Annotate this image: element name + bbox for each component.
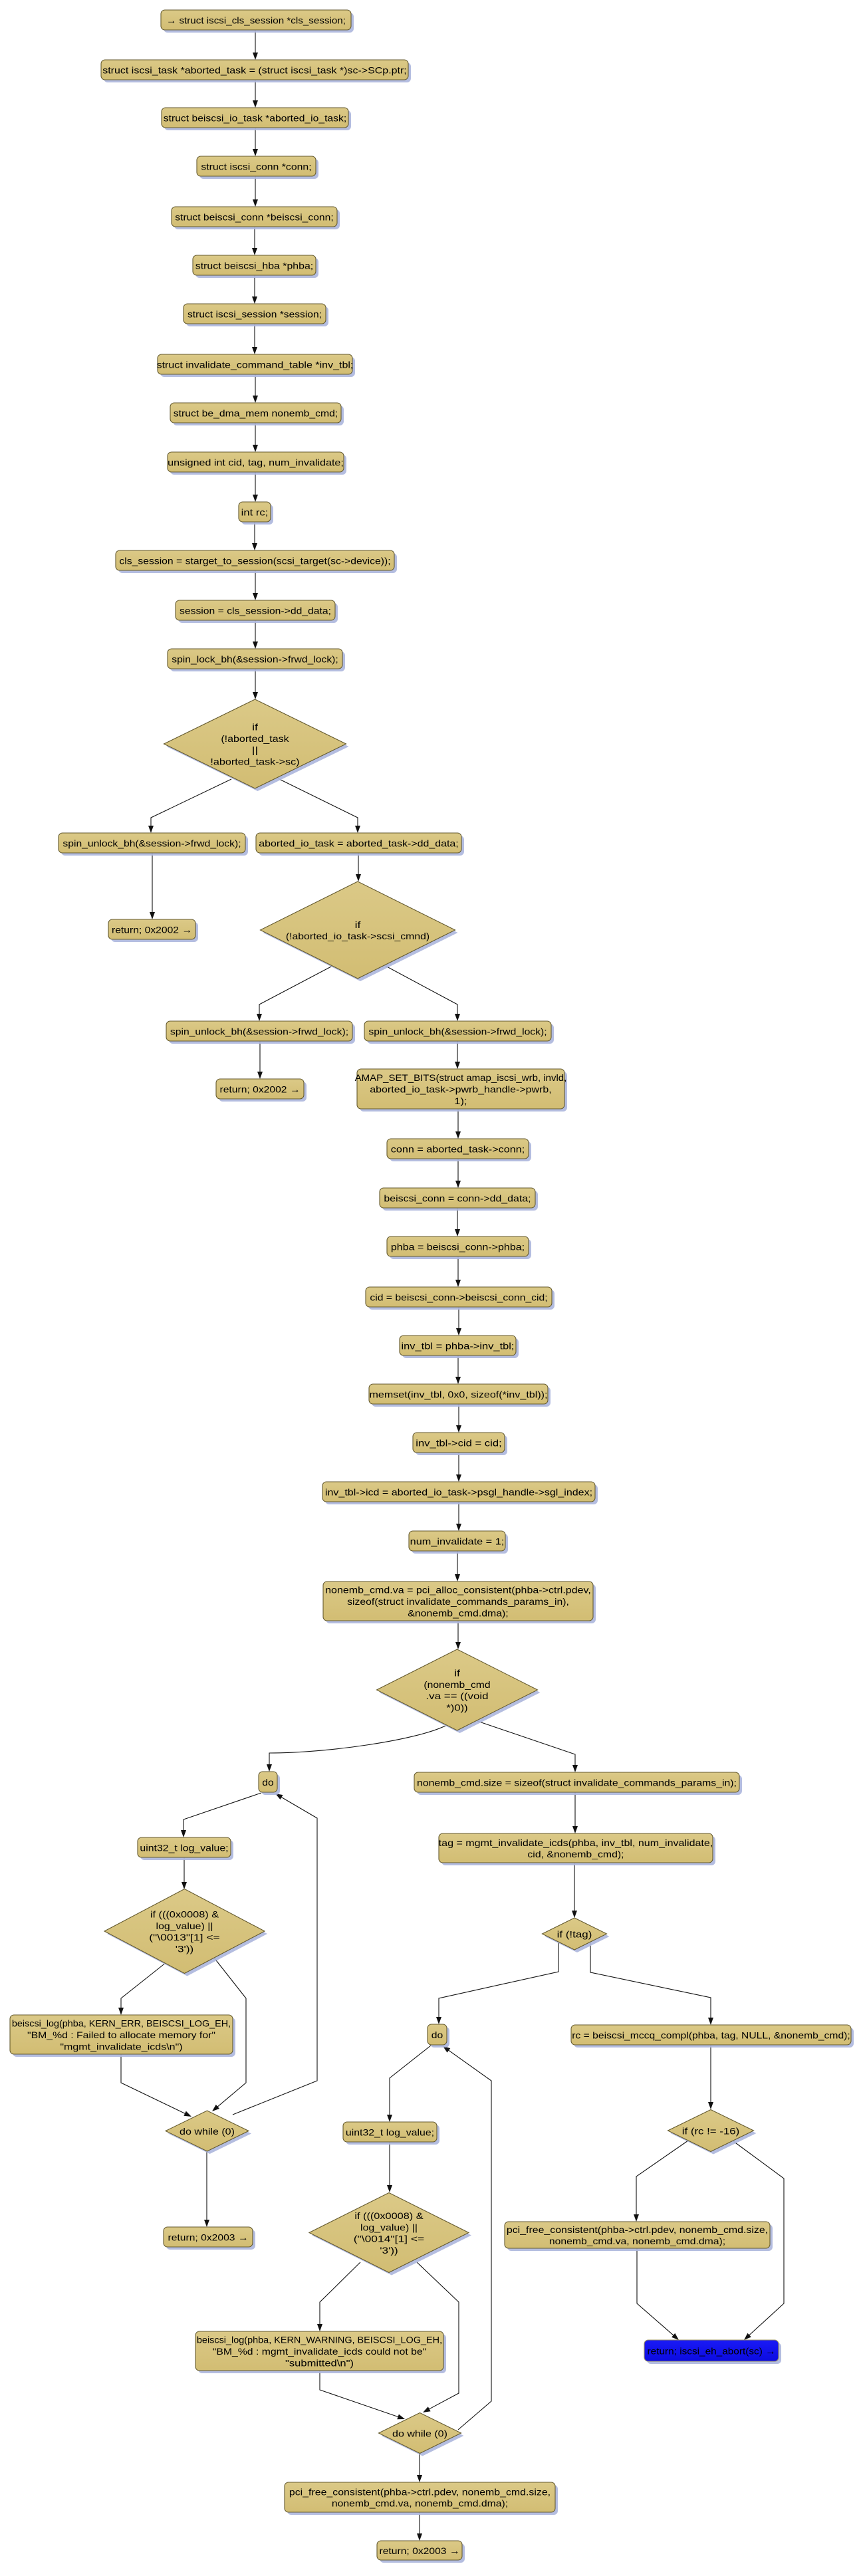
svg-text:conn = aborted_task->conn;: conn = aborted_task->conn; [391,1144,525,1155]
svg-text:tag = mgmt_invalidate_icds(phb: tag = mgmt_invalidate_icds(phba, inv_tbl… [439,1837,713,1848]
svg-text:log_value) ||: log_value) || [156,1921,213,1931]
svg-text:struct iscsi_task *aborted_tas: struct iscsi_task *aborted_task = (struc… [102,65,407,76]
svg-text:return; 0x2003 →: return; 0x2003 → [168,2232,249,2243]
svg-text:spin_lock_bh(&session->frwd_lo: spin_lock_bh(&session->frwd_lock); [172,654,338,665]
svg-text:pci_free_consistent(phba->ctrl: pci_free_consistent(phba->ctrl.pdev, non… [507,2224,768,2235]
svg-text:.va == ((void: .va == ((void [426,1691,488,1701]
svg-text:inv_tbl->cid = cid;: inv_tbl->cid = cid; [416,1438,501,1449]
svg-text:cid = beiscsi_conn->beiscsi_co: cid = beiscsi_conn->beiscsi_conn_cid; [370,1292,547,1303]
svg-text:log_value) ||: log_value) || [360,2222,418,2232]
svg-text:do: do [262,1777,274,1788]
svg-text:("\0014"[1] <=: ("\0014"[1] <= [354,2234,425,2244]
svg-text:if: if [454,1667,460,1678]
svg-text:do while (0): do while (0) [180,2126,235,2137]
svg-text:beiscsi_log(phba, KERN_ERR, BE: beiscsi_log(phba, KERN_ERR, BEISCSI_LOG_… [12,2018,231,2029]
svg-text:struct iscsi_conn *conn;: struct iscsi_conn *conn; [201,162,311,172]
svg-text:session = cls_session->dd_data: session = cls_session->dd_data; [180,606,331,616]
svg-text:aborted_io_task->pwrb_handle->: aborted_io_task->pwrb_handle->pwrb, [370,1084,551,1095]
svg-text:(!aborted_io_task->scsi_cmnd): (!aborted_io_task->scsi_cmnd) [286,931,430,941]
svg-text:→ struct iscsi_cls_session *cl: → struct iscsi_cls_session *cls_session; [166,15,346,26]
svg-text:rc = beiscsi_mccq_compl(phba,: rc = beiscsi_mccq_compl(phba, tag, NULL,… [572,2030,850,2041]
svg-text:return; iscsi_eh_abort(sc) →: return; iscsi_eh_abort(sc) → [648,2346,776,2357]
svg-text:(nonemb_cmd: (nonemb_cmd [424,1679,490,1690]
svg-text:if (rc != -16): if (rc != -16) [682,2126,740,2137]
svg-text:inv_tbl = phba->inv_tbl;: inv_tbl = phba->inv_tbl; [402,1341,515,1351]
svg-text:beiscsi_log(phba, KERN_WARNING: beiscsi_log(phba, KERN_WARNING, BEISCSI_… [197,2335,442,2345]
svg-text:struct be_dma_mem nonemb_cmd;: struct be_dma_mem nonemb_cmd; [174,408,338,419]
svg-text:struct beiscsi_conn *beiscsi_c: struct beiscsi_conn *beiscsi_conn; [175,212,333,223]
svg-text:num_invalidate = 1;: num_invalidate = 1; [410,1536,505,1547]
svg-text:do while (0): do while (0) [392,2428,447,2439]
svg-text:uint32_t log_value;: uint32_t log_value; [346,2127,434,2138]
svg-text:*)0)): *)0)) [446,1702,467,1713]
svg-text:"BM_%d : Failed to allocate me: "BM_%d : Failed to allocate memory for" [27,2030,215,2040]
svg-text:nonemb_cmd.size = sizeof(struc: nonemb_cmd.size = sizeof(struct invalida… [417,1778,737,1788]
svg-text:uint32_t log_value;: uint32_t log_value; [140,1843,228,1853]
svg-text:memset(inv_tbl, 0x0, sizeof(*i: memset(inv_tbl, 0x0, sizeof(*inv_tbl)); [370,1389,548,1400]
svg-text:!aborted_task->sc): !aborted_task->sc) [210,757,299,767]
svg-text:1);: 1); [454,1096,467,1106]
svg-text:spin_unlock_bh(&session->frwd_: spin_unlock_bh(&session->frwd_lock); [368,1026,547,1037]
svg-text:return; 0x2002 →: return; 0x2002 → [112,925,192,935]
svg-text:inv_tbl->icd = aborted_io_task: inv_tbl->icd = aborted_io_task->psgl_han… [325,1487,592,1498]
svg-text:nonemb_cmd.va, nonemb_cmd.dma): nonemb_cmd.va, nonemb_cmd.dma); [549,2236,725,2246]
svg-text:struct beiscsi_hba *phba;: struct beiscsi_hba *phba; [195,261,313,271]
svg-text:struct beiscsi_io_task *aborte: struct beiscsi_io_task *aborted_io_task; [164,113,346,124]
svg-text:cid, &nonemb_cmd);: cid, &nonemb_cmd); [527,1849,624,1859]
svg-text:unsigned int cid, tag, num_inv: unsigned int cid, tag, num_invalidate; [168,457,344,468]
svg-text:pci_free_consistent(phba->ctrl: pci_free_consistent(phba->ctrl.pdev, non… [289,2486,551,2497]
svg-text:beiscsi_conn = conn->dd_data;: beiscsi_conn = conn->dd_data; [384,1193,531,1204]
svg-text:'3')): '3')) [176,1944,194,1954]
svg-text:nonemb_cmd.va, nonemb_cmd.dma): nonemb_cmd.va, nonemb_cmd.dma); [332,2498,508,2509]
svg-text:if: if [355,919,361,930]
svg-text:("\0013"[1] <=: ("\0013"[1] <= [149,1932,220,1942]
svg-text:phba = beiscsi_conn->phba;: phba = beiscsi_conn->phba; [391,1242,525,1252]
svg-text:int rc;: int rc; [241,507,269,518]
svg-text:AMAP_SET_BITS(struct amap_iscs: AMAP_SET_BITS(struct amap_iscsi_wrb, inv… [355,1072,567,1083]
svg-text:do: do [432,2030,443,2040]
svg-text:struct iscsi_session *session;: struct iscsi_session *session; [187,309,322,320]
svg-text:nonemb_cmd.va = pci_alloc_cons: nonemb_cmd.va = pci_alloc_consistent(phb… [325,1585,591,1595]
svg-text:aborted_io_task = aborted_task: aborted_io_task = aborted_task->dd_data; [259,838,458,849]
svg-text:struct invalidate_command_tabl: struct invalidate_command_table *inv_tbl… [157,360,354,370]
svg-text:spin_unlock_bh(&session->frwd_: spin_unlock_bh(&session->frwd_lock); [170,1026,348,1037]
svg-text:if (((0x0008) &: if (((0x0008) & [150,1909,219,1919]
svg-text:return; 0x2002 →: return; 0x2002 → [220,1084,301,1095]
svg-text:(!aborted_task: (!aborted_task [221,733,289,744]
svg-text:if: if [252,721,258,732]
svg-text:"mgmt_invalidate_icds\n"): "mgmt_invalidate_icds\n") [60,2041,182,2051]
svg-text:spin_unlock_bh(&session->frwd_: spin_unlock_bh(&session->frwd_lock); [62,838,241,849]
svg-text:return; 0x2003 →: return; 0x2003 → [380,2545,460,2556]
svg-text:'3')): '3')) [380,2245,398,2256]
svg-text:||: || [252,745,258,755]
svg-text:"submitted\n"): "submitted\n") [285,2357,354,2368]
svg-text:if (((0x0008) &: if (((0x0008) & [354,2210,424,2221]
svg-text:sizeof(struct invalidate_comma: sizeof(struct invalidate_commands_params… [347,1596,569,1607]
svg-text:cls_session = starget_to_sessi: cls_session = starget_to_session(scsi_ta… [119,556,390,566]
svg-text:&nonemb_cmd.dma);: &nonemb_cmd.dma); [408,1607,508,1618]
svg-text:if (!tag): if (!tag) [557,1929,592,1940]
svg-text:"BM_%d : mgmt_invalidate_icds: "BM_%d : mgmt_invalidate_icds could not … [213,2346,427,2357]
